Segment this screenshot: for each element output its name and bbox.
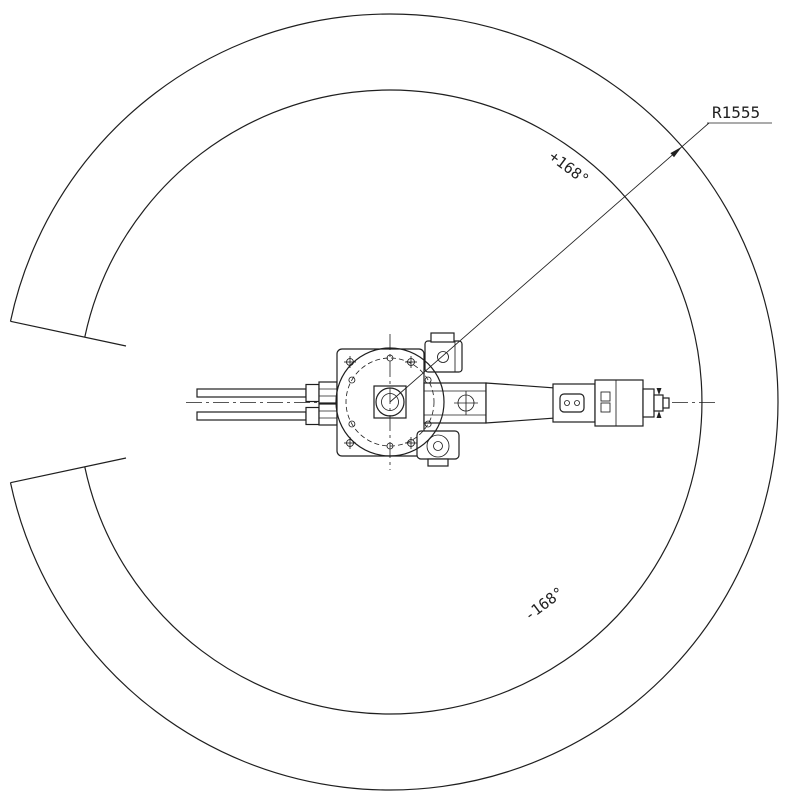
- bottom-mount: [416, 430, 460, 467]
- wrist-assembly: [552, 379, 644, 427]
- outer-envelope-arc: [9, 13, 779, 791]
- bolt-hole: [348, 420, 356, 428]
- arm-link: [423, 382, 487, 424]
- radius-dimension: R1555: [389, 103, 772, 403]
- left-rod-upper: [196, 388, 307, 398]
- radius-label: R1555: [712, 103, 760, 122]
- end-effector: [642, 388, 670, 418]
- rod-fitting-upper: [305, 381, 338, 404]
- bolt-circle: [345, 357, 435, 447]
- arm-taper: [485, 382, 557, 424]
- end-dim-arrow-upper: [656, 388, 662, 395]
- radius-arrowhead: [670, 146, 682, 158]
- rotation-limit-lower-edge: [10, 457, 127, 484]
- radius-leader-line: [389, 122, 710, 403]
- bolt-hole: [424, 420, 432, 428]
- rod-fitting-lower: [305, 403, 338, 426]
- rotation-limit-upper-edge: [10, 320, 127, 347]
- robot-top-view: [196, 332, 670, 470]
- inner-envelope-arc: [84, 89, 703, 715]
- end-dim-arrow-lower: [656, 411, 662, 418]
- bolt-hole: [424, 376, 432, 384]
- top-mount: [424, 332, 463, 373]
- angle-positive-label: +168°: [546, 147, 593, 189]
- left-rod-lower: [196, 411, 307, 421]
- angle-negative-label: -168°: [521, 583, 568, 625]
- bolt-hole: [348, 376, 356, 384]
